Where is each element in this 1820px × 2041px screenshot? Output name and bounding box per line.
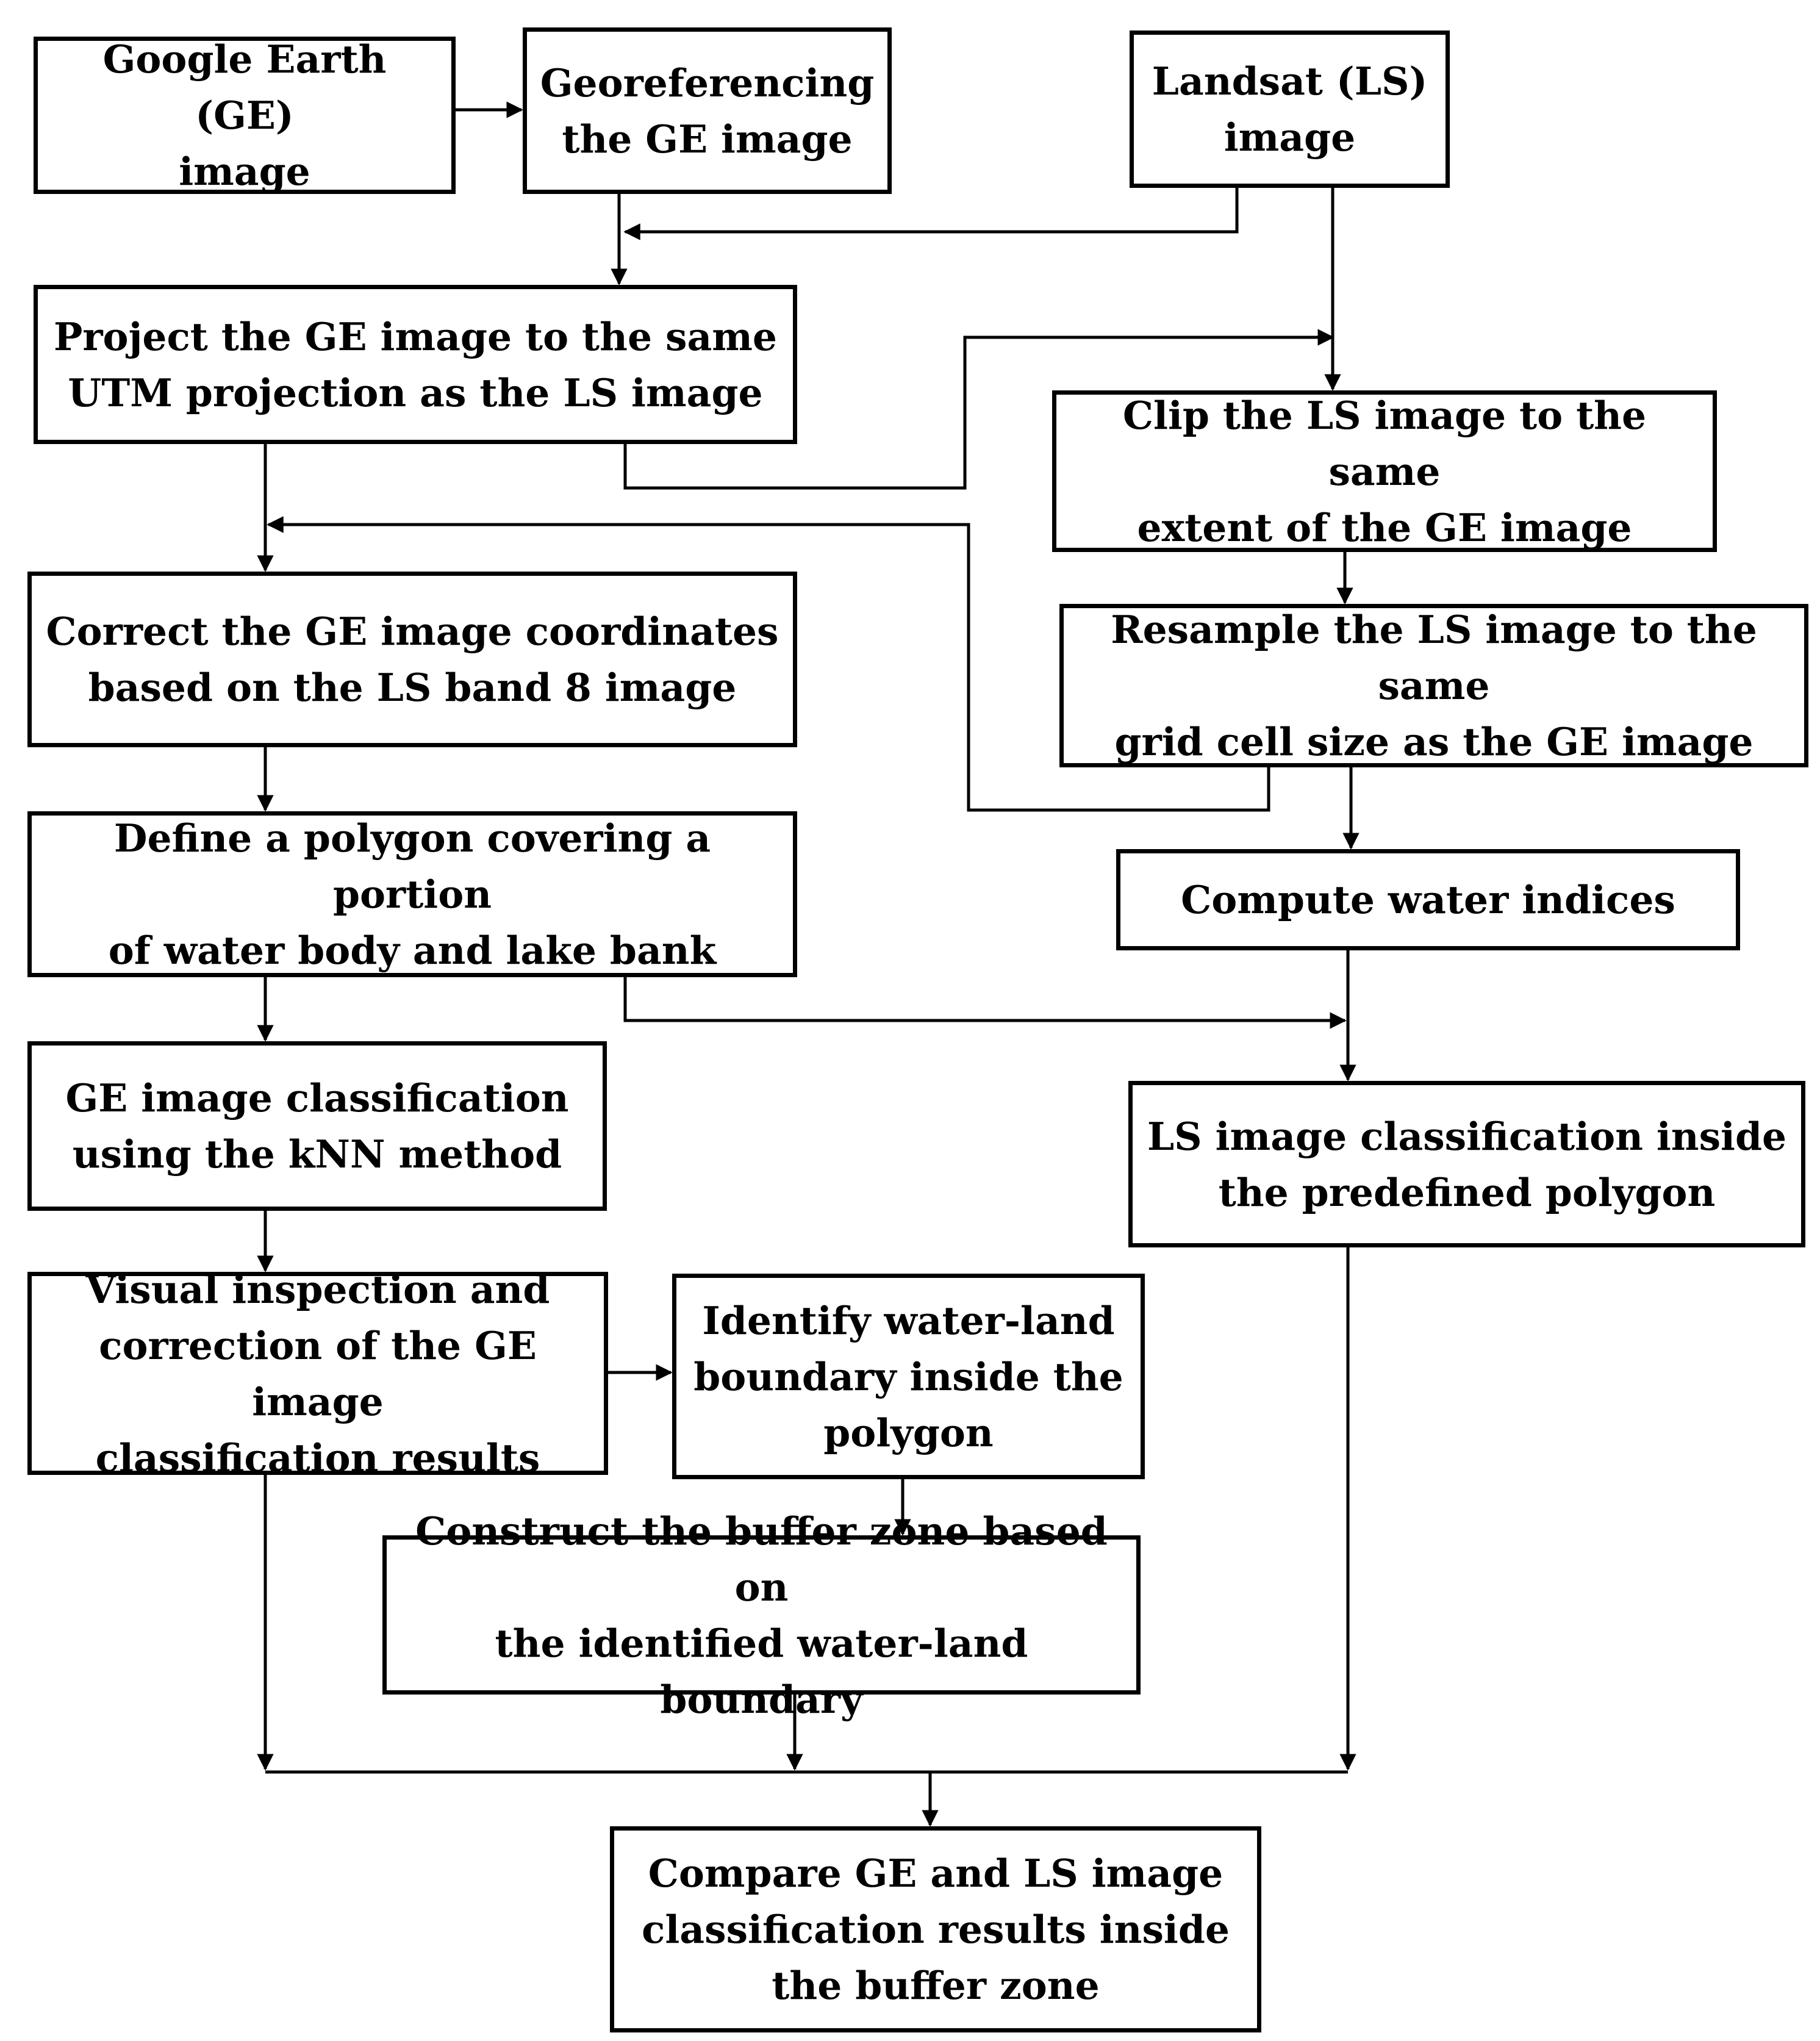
box-define-polygon: Define a polygon covering a portion of w…	[27, 811, 797, 977]
box-identify-boundary-label: Identify water-land boundary inside the …	[693, 1297, 1123, 1455]
box-georeferencing: Georeferencing the GE image	[523, 27, 892, 194]
box-ls-classification-label: LS image classification inside the prede…	[1147, 1113, 1787, 1215]
box-visual-inspection-label: Visual inspection and correction of the …	[85, 1266, 550, 1480]
box-landsat-image: Landsat (LS) image	[1130, 30, 1450, 188]
box-construct-buffer: Construct the buffer zone based on the i…	[382, 1508, 1141, 1722]
box-ls-classification: LS image classification inside the prede…	[1128, 1081, 1805, 1247]
arrow-resample-to-correct	[267, 516, 1270, 812]
arrow-polygon-to-ls-class	[623, 977, 1347, 1029]
box-resample-ls-label: Resample the LS image to the same grid c…	[1111, 607, 1757, 764]
box-google-earth-image: Google Earth (GE) image	[34, 37, 456, 194]
box-correct-ge-label: Correct the GE image coordinates based o…	[46, 609, 779, 710]
box-project-ge-label: Project the GE image to the same UTM pro…	[53, 314, 778, 415]
box-project-ge: Project the GE image to the same UTM pro…	[34, 285, 797, 444]
box-visual-inspection: Visual inspection and correction of the …	[27, 1267, 608, 1480]
box-define-polygon-label: Define a polygon covering a portion of w…	[108, 816, 717, 973]
box-compute-indices-label: Compute water indices	[1181, 877, 1675, 922]
box-compare-results: Compare GE and LS image classification r…	[610, 1826, 1261, 2032]
box-correct-ge: Correct the GE image coordinates based o…	[27, 572, 797, 747]
box-landsat-image-label: Landsat (LS) image	[1152, 59, 1428, 160]
box-georeferencing-label: Georeferencing the GE image	[540, 60, 875, 162]
box-resample-ls: Resample the LS image to the same grid c…	[1059, 604, 1808, 767]
box-compute-indices: Compute water indices	[1116, 849, 1740, 950]
box-google-earth-image-label: Google Earth (GE) image	[102, 37, 387, 194]
arrow-project-to-clip	[623, 329, 1335, 490]
box-clip-ls-label: Clip the LS image to the same extent of …	[1122, 392, 1647, 550]
box-compare-results-label: Compare GE and LS image classification r…	[641, 1851, 1230, 2008]
box-ge-classification: GE image classification using the kNN me…	[27, 1041, 607, 1211]
box-clip-ls: Clip the LS image to the same extent of …	[1052, 390, 1717, 552]
box-ge-classification-label: GE image classification using the kNN me…	[65, 1075, 569, 1177]
box-construct-buffer-label: Construct the buffer zone based on the i…	[415, 1508, 1108, 1722]
arrow-landsat-to-project	[623, 188, 1239, 240]
box-identify-boundary: Identify water-land boundary inside the …	[672, 1274, 1145, 1479]
